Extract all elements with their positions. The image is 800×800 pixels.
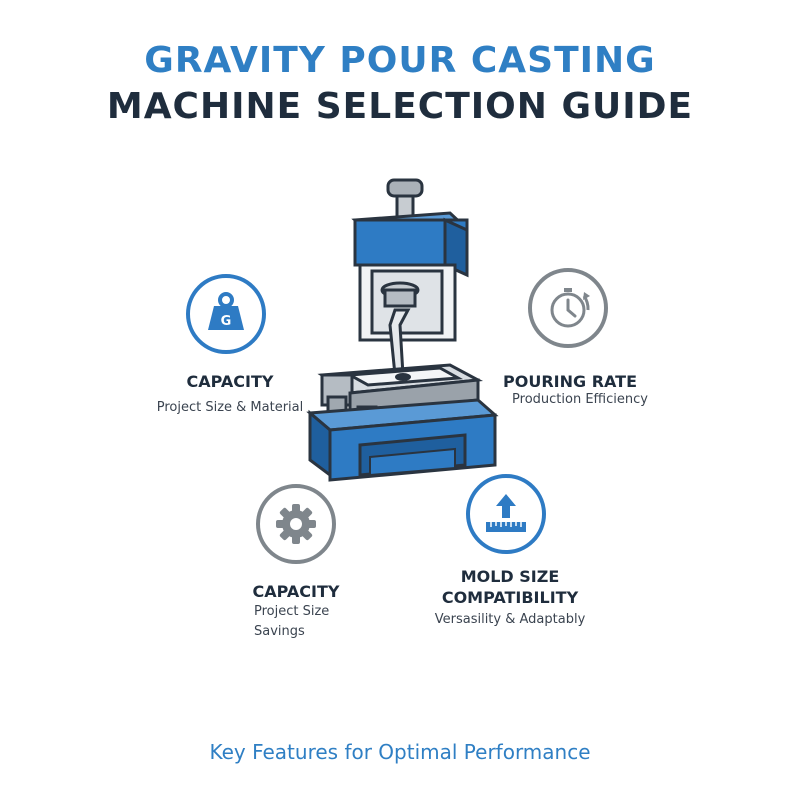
stopwatch-icon <box>550 288 590 328</box>
feature-capacity-2-subtitle-2: Savings <box>254 624 305 639</box>
casting-machine-illustration <box>306 178 499 482</box>
gear-icon <box>276 504 316 544</box>
weight-icon-letter: G <box>221 314 232 329</box>
title-line-1: GRAVITY POUR CASTING <box>144 40 656 81</box>
feature-pouring-rate-subtitle: Production Efficiency <box>512 392 648 407</box>
feature-capacity-label: CAPACITY <box>186 372 274 391</box>
feature-mold-size-label-2: COMPATIBILITY <box>441 588 579 607</box>
capacity-gear-badge <box>256 484 336 564</box>
feature-capacity-subtitle: Project Size & Material <box>156 400 304 415</box>
ruler-arrow-icon <box>486 494 526 532</box>
feature-capacity-2-subtitle-1: Project Size <box>254 604 330 619</box>
feature-mold-size-subtitle: Versasility & Adaptably <box>434 612 586 627</box>
footer-tagline: Key Features for Optimal Performance <box>209 740 591 764</box>
pouring-rate-badge <box>528 268 608 348</box>
mold-size-badge <box>466 474 546 554</box>
feature-capacity-2-label: CAPACITY <box>252 582 340 601</box>
feature-mold-size-label-1: MOLD SIZE <box>460 567 560 586</box>
title-line-2: MACHINE SELECTION GUIDE <box>106 86 694 127</box>
feature-pouring-rate-label: POURING RATE <box>503 372 637 391</box>
weight-icon: G <box>208 292 244 330</box>
capacity-weight-badge: G <box>186 274 266 354</box>
